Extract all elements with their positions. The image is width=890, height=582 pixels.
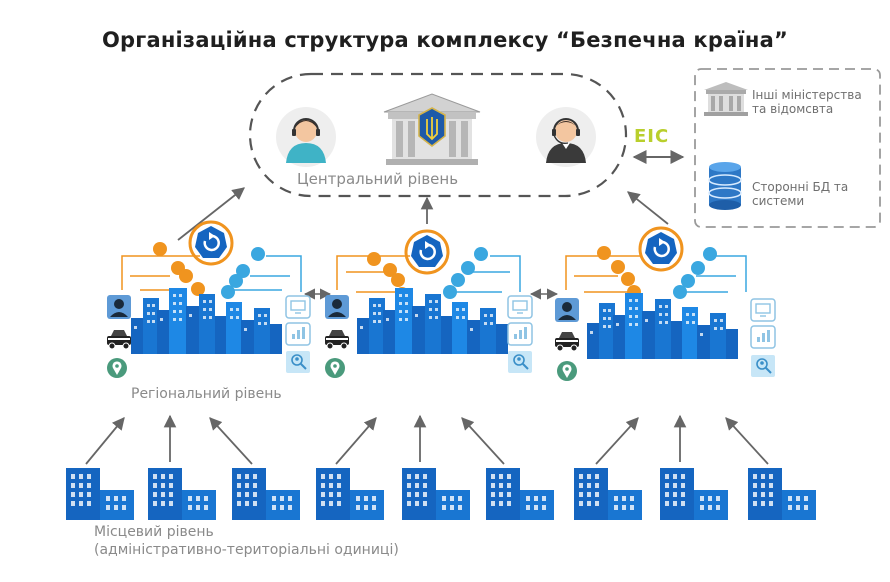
regional-center-2 (324, 229, 533, 378)
database-icon (708, 162, 742, 210)
regional-center-1 (106, 220, 311, 378)
regional-center-3 (554, 226, 776, 381)
local-units (66, 468, 816, 520)
local-level-label-line2: (адміністративно-територіальні одиниці) (94, 542, 399, 558)
central-level-label: Центральний рівень (297, 170, 459, 188)
external-item-ministries-label: Інші міністерства та відомсвта (752, 88, 862, 116)
external-systems-box (694, 68, 881, 228)
local-level-label: Місцевий рівень (адміністративно-територ… (94, 523, 399, 559)
ministry-building-icon (704, 82, 748, 116)
local-to-regional-arrows (85, 414, 769, 465)
local-level-label-line1: Місцевий рівень (94, 524, 214, 540)
diagram-title: Організаційна структура комплексу “Безпе… (102, 28, 788, 52)
regional-level-label: Регіональний рівень (131, 386, 282, 402)
regional-to-central-arrow-1 (177, 187, 245, 241)
eis-label: ЕІС (634, 126, 670, 147)
operator-icon-right (536, 107, 596, 167)
regional-to-central-arrow-3 (627, 191, 669, 225)
ministry-emblem-building-icon (383, 93, 481, 165)
central-level-boundary (248, 72, 628, 198)
operator-icon-left (276, 107, 336, 167)
external-item-databases-label: Сторонні БД та системи (752, 180, 849, 208)
